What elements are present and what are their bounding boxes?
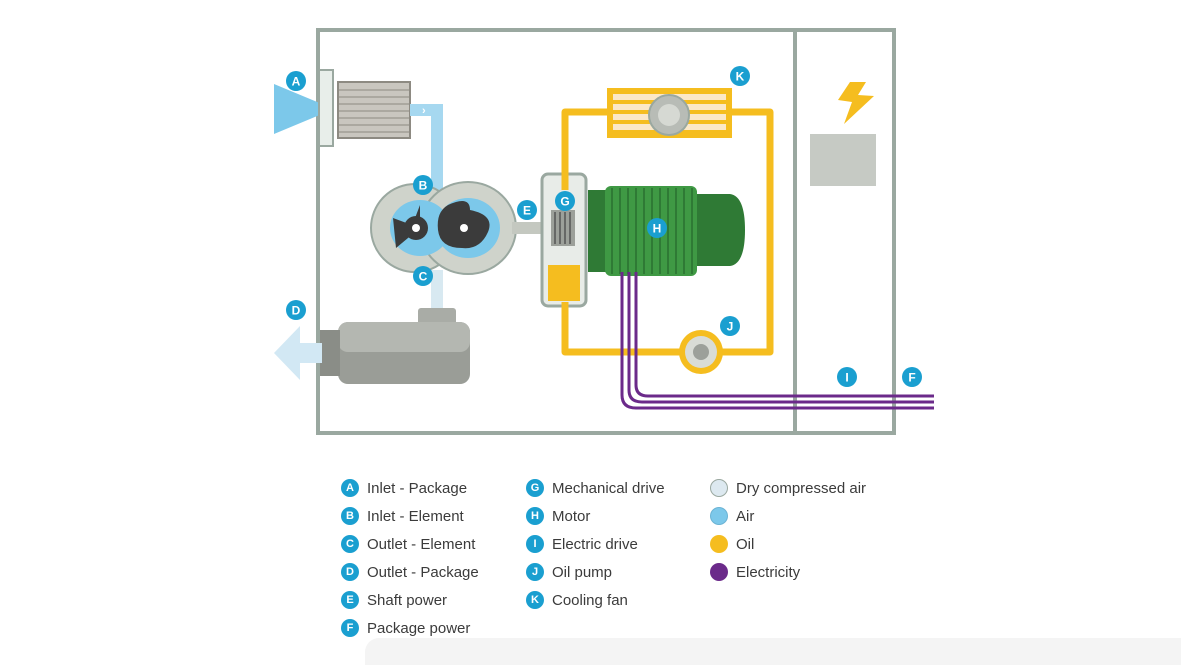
legend-item: D Outlet - Package bbox=[341, 558, 479, 586]
legend-label: Mechanical drive bbox=[552, 479, 665, 497]
legend-label: Motor bbox=[552, 507, 591, 525]
compressor-diagram: › bbox=[274, 28, 934, 435]
legend-label: Cooling fan bbox=[552, 591, 628, 609]
marker-H: H bbox=[647, 218, 667, 238]
svg-text:J: J bbox=[727, 320, 734, 334]
legend-label: Oil bbox=[736, 535, 755, 553]
inlet-funnel bbox=[274, 84, 322, 134]
bottom-panel-edge bbox=[365, 638, 1181, 665]
marker-A: A bbox=[286, 71, 306, 91]
legend-item: Oil bbox=[710, 530, 866, 558]
marker-C: C bbox=[413, 266, 433, 286]
legend-item: C Outlet - Element bbox=[341, 530, 479, 558]
marker-E: E bbox=[517, 200, 537, 220]
legend-item: E Shaft power bbox=[341, 586, 479, 614]
marker-I: I bbox=[837, 367, 857, 387]
legend-badge: D bbox=[341, 563, 359, 581]
legend-badge: C bbox=[341, 535, 359, 553]
legend-column-media: Dry compressed air Air Oil Electricity bbox=[710, 474, 866, 586]
marker-B: B bbox=[413, 175, 433, 195]
svg-text:D: D bbox=[292, 304, 301, 318]
svg-text:K: K bbox=[736, 70, 745, 84]
legend-item: G Mechanical drive bbox=[526, 474, 665, 502]
legend-label: Inlet - Package bbox=[367, 479, 468, 497]
gearbox-oil-tank bbox=[540, 172, 588, 308]
legend-column-components-2: G Mechanical drive H Motor I Electric dr… bbox=[526, 474, 665, 614]
marker-G: G bbox=[555, 191, 575, 211]
legend-badge: H bbox=[526, 507, 544, 525]
svg-text:I: I bbox=[845, 371, 848, 385]
electric-lines bbox=[620, 272, 934, 410]
electrical-cabinet bbox=[810, 134, 876, 186]
oil-pump bbox=[679, 330, 723, 374]
legend-item: I Electric drive bbox=[526, 530, 665, 558]
electricity-swatch bbox=[710, 563, 728, 581]
air-swatch bbox=[710, 507, 728, 525]
svg-text:H: H bbox=[653, 222, 662, 236]
compressor-element bbox=[370, 181, 517, 275]
legend-label: Shaft power bbox=[367, 591, 448, 609]
shaft bbox=[512, 222, 546, 234]
air-inlet-pipe bbox=[410, 104, 443, 190]
dry-air-swatch bbox=[710, 479, 728, 497]
air-filter bbox=[337, 81, 411, 139]
oil-swatch bbox=[710, 535, 728, 553]
legend-item: J Oil pump bbox=[526, 558, 665, 586]
marker-J: J bbox=[720, 316, 740, 336]
legend-item: A Inlet - Package bbox=[341, 474, 479, 502]
oil-circuit bbox=[561, 108, 774, 356]
legend-item: Electricity bbox=[710, 558, 866, 586]
legend-badge: G bbox=[526, 479, 544, 497]
legend-label: Dry compressed air bbox=[736, 479, 867, 497]
legend-label: Package power bbox=[367, 619, 471, 637]
legend-badge: F bbox=[341, 619, 359, 637]
inlet-grille bbox=[318, 69, 334, 147]
marker-K: K bbox=[730, 66, 750, 86]
svg-text:E: E bbox=[523, 204, 531, 218]
legend-badge: A bbox=[341, 479, 359, 497]
air-arrow-1: › bbox=[422, 105, 426, 117]
oil-cooler bbox=[607, 88, 732, 138]
legend-label: Electricity bbox=[736, 563, 801, 581]
legend-badge: I bbox=[526, 535, 544, 553]
legend-badge: E bbox=[341, 591, 359, 609]
legend-badge: K bbox=[526, 591, 544, 609]
legend-item: H Motor bbox=[526, 502, 665, 530]
air-receiver bbox=[320, 308, 470, 384]
legend-label: Outlet - Element bbox=[367, 535, 476, 553]
enclosure-frame bbox=[316, 28, 896, 435]
outlet-arrow bbox=[274, 326, 322, 380]
svg-text:A: A bbox=[292, 75, 301, 89]
legend-item: K Cooling fan bbox=[526, 586, 665, 614]
svg-text:G: G bbox=[560, 195, 569, 209]
legend-item: Air bbox=[710, 502, 866, 530]
legend-badge: B bbox=[341, 507, 359, 525]
svg-text:C: C bbox=[419, 270, 428, 284]
legend-label: Oil pump bbox=[552, 563, 613, 581]
legend-item: Dry compressed air bbox=[710, 474, 866, 502]
legend-label: Outlet - Package bbox=[367, 563, 479, 581]
legend-item: F Package power bbox=[341, 614, 479, 642]
legend-column-components-1: A Inlet - Package B Inlet - Element C Ou… bbox=[341, 474, 479, 642]
legend-label: Inlet - Element bbox=[367, 507, 464, 525]
svg-text:B: B bbox=[419, 179, 428, 193]
legend-label: Electric drive bbox=[552, 535, 638, 553]
svg-text:F: F bbox=[908, 371, 915, 385]
legend-label: Air bbox=[736, 507, 755, 525]
lightning-icon bbox=[838, 82, 874, 124]
legend-badge: J bbox=[526, 563, 544, 581]
legend-item: B Inlet - Element bbox=[341, 502, 479, 530]
marker-D: D bbox=[286, 300, 306, 320]
marker-F: F bbox=[902, 367, 922, 387]
